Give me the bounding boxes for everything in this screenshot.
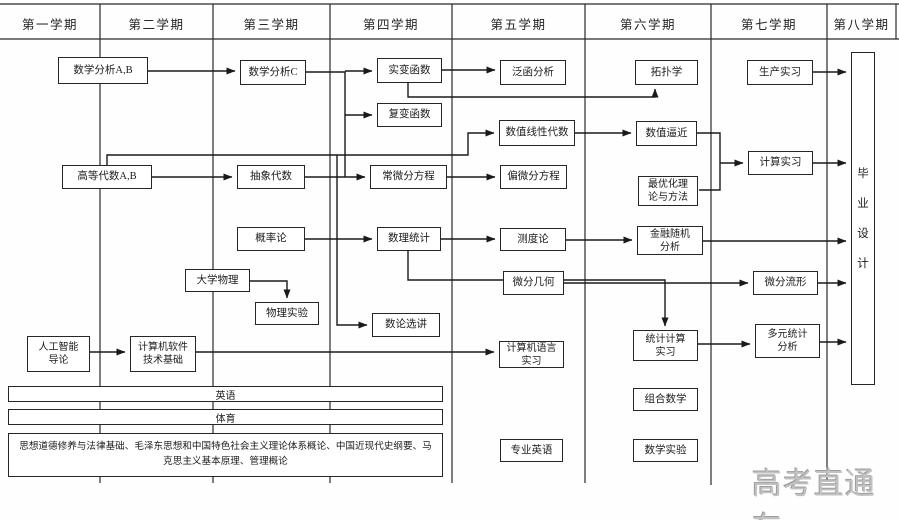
- course-box-measure-theory: 测度论: [500, 228, 566, 251]
- semester-header-5: 第五学期: [490, 18, 547, 32]
- course-box-optimization: 最优化理论与方法: [638, 176, 698, 206]
- course-box-math-analysis-c: 数学分析C: [240, 60, 306, 85]
- course-box-multivariate-statistical-analysis: 多元统计分析: [755, 324, 820, 358]
- course-box-probability: 概率论: [237, 227, 305, 251]
- course-box-functional-analysis: 泛函分析: [500, 60, 566, 85]
- semester-header-7: 第七学期: [740, 18, 797, 32]
- course-box-physics-experiment: 物理实验: [255, 302, 319, 325]
- semester-header-4: 第四学期: [362, 18, 419, 32]
- course-box-computing-practice: 计算实习: [748, 151, 813, 175]
- course-box-production-practice: 生产实习: [747, 60, 813, 85]
- course-box-math-analysis-ab: 数学分析A,B: [58, 57, 148, 84]
- course-box-ai-introduction: 人工智能导论: [27, 336, 90, 372]
- course-box-ode: 常微分方程: [370, 165, 447, 189]
- course-box-statistical-computing-practice: 统计计算实习: [633, 330, 698, 361]
- course-box-financial-stochastic-analysis: 金融随机分析: [637, 226, 703, 255]
- course-box-computer-language-practice: 计算机语言实习: [499, 341, 564, 368]
- course-box-differential-geometry: 微分几何: [503, 271, 564, 295]
- course-box-differential-manifolds: 微分流形: [753, 271, 818, 295]
- semester-header-2: 第二学期: [128, 18, 185, 32]
- semester-header-6: 第六学期: [619, 18, 676, 32]
- bar-politics: 思想道德修养与法律基础、毛泽东思想和中国特色社会主义理论体系概论、中国近现代史纲…: [8, 433, 443, 477]
- course-box-university-physics: 大学物理: [185, 269, 250, 292]
- course-box-complex-analysis: 复变函数: [377, 103, 442, 127]
- bar-english: 英语: [8, 386, 443, 402]
- course-box-computer-software-foundation: 计算机软件技术基础: [130, 336, 196, 372]
- course-box-numerical-linear-algebra: 数值线性代数: [499, 120, 575, 146]
- course-box-real-analysis: 实变函数: [377, 58, 442, 83]
- course-box-pde: 偏微分方程: [500, 165, 567, 189]
- semester-header-3: 第三学期: [243, 18, 300, 32]
- course-box-graduation-project: 毕业设计: [851, 52, 875, 385]
- semester-header-1: 第一学期: [21, 18, 78, 32]
- course-box-combinatorics: 组合数学: [633, 388, 698, 411]
- course-box-number-theory-topics: 数论选讲: [372, 313, 440, 337]
- course-box-professional-english: 专业英语: [500, 439, 563, 462]
- course-box-numerical-approximation: 数值逼近: [636, 121, 697, 146]
- course-box-topology: 拓扑学: [635, 60, 698, 85]
- bar-pe: 体育: [8, 409, 443, 425]
- course-box-math-statistics: 数理统计: [377, 227, 441, 251]
- watermark-text: 高考直通车: [752, 468, 876, 520]
- course-box-math-experiment: 数学实验: [633, 439, 698, 462]
- course-box-advanced-algebra-ab: 高等代数A,B: [62, 165, 152, 189]
- dependency-arrows: [90, 66, 847, 356]
- course-box-abstract-algebra: 抽象代数: [237, 165, 305, 189]
- semester-header-8: 第八学期: [833, 18, 890, 32]
